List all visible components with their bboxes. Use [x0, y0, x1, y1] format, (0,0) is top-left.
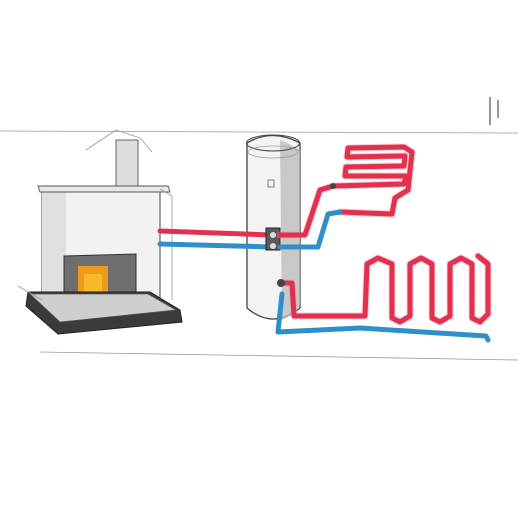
underfloor-loop	[275, 252, 492, 343]
fireplace-tank-pipes	[157, 227, 281, 251]
chimney	[115, 139, 139, 190]
fireplace	[17, 129, 183, 335]
radiator-coil	[276, 143, 416, 250]
hot-supply-pipe	[157, 228, 275, 238]
storage-tank	[246, 134, 301, 320]
floor-heating-loop-icon	[279, 253, 491, 325]
floor-return-pipe	[275, 291, 491, 343]
valve-icon	[265, 227, 281, 251]
radiator-return-pipe	[277, 209, 343, 250]
construction-lines	[0, 97, 518, 361]
cold-return-pipe	[157, 241, 275, 250]
